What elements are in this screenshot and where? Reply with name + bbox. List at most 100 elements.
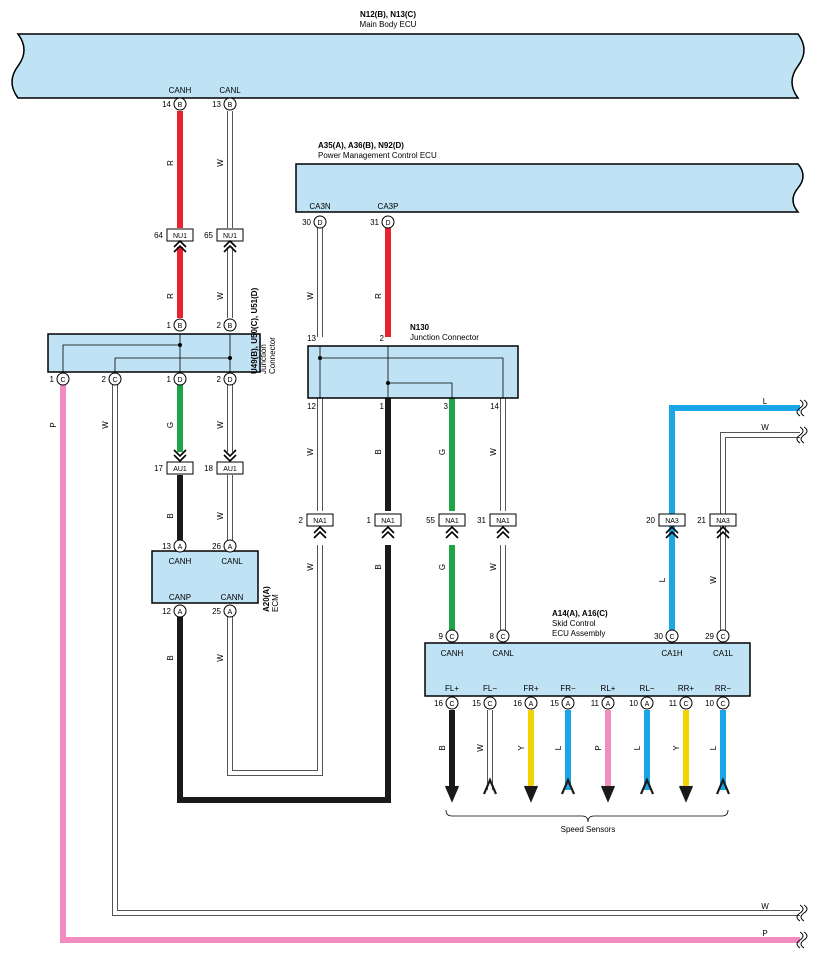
junction-left-box <box>47 333 261 373</box>
sp-conn-2: C <box>487 701 492 708</box>
ecm-p26: 26 <box>212 542 221 551</box>
wire-label-w4: W <box>101 421 110 429</box>
pmc-pin-30: 30 <box>302 218 311 227</box>
conn-na1-b: NA1 <box>381 518 395 525</box>
ss-wire-label-1: B <box>438 745 447 750</box>
conn-na1-d: NA1 <box>496 518 510 525</box>
sp-conn-1: C <box>449 701 454 708</box>
jl-conn-c1: C <box>60 377 65 384</box>
n130-name: Junction Connector <box>410 333 479 342</box>
wire-label-r1: R <box>166 160 175 166</box>
jl-top-1: 1 <box>167 321 172 330</box>
wire-label-g1: G <box>166 422 175 428</box>
sp-num-7: 11 <box>669 699 678 708</box>
wire-pink-long <box>60 385 800 943</box>
skid-canl: CANL <box>492 649 514 658</box>
ecm-box <box>151 550 259 604</box>
jl-code: U49(B), U50(C), U51(D) <box>250 287 259 374</box>
sp-conn-3: A <box>529 701 534 708</box>
n130-b1: 1 <box>380 402 385 411</box>
conn-na1-c: NA1 <box>445 518 459 525</box>
wire-label-g3: G <box>438 564 447 570</box>
sp-label-rr-minus: RR− <box>715 684 732 693</box>
wire-label-r2: R <box>166 293 175 299</box>
pmc-ecu-box <box>295 163 804 213</box>
ss-wire-label-6: L <box>633 745 642 750</box>
conn-num-65: 65 <box>204 231 213 240</box>
wire-label-w14: W <box>761 902 769 911</box>
jl-conn-b1: B <box>178 323 183 330</box>
skid-ca1h: CA1H <box>661 649 683 658</box>
conn-num-18: 18 <box>204 464 213 473</box>
main-canh-label: CANH <box>169 86 192 95</box>
pmc-ecu-name: Power Management Control ECU <box>318 151 437 160</box>
skid-pin-8: 8 <box>490 632 495 641</box>
wire-label-w1: W <box>216 159 225 167</box>
wire-label-w6: W <box>216 512 225 520</box>
sp-num-4: 15 <box>550 699 559 708</box>
chevrons <box>173 239 730 539</box>
inline-connectors <box>166 228 737 527</box>
skid-conn-3: C <box>669 634 674 641</box>
conn-na3-b: NA3 <box>716 518 730 525</box>
ss-wire-label-7: Y <box>672 745 681 751</box>
skid-name2: ECU Assembly <box>552 629 605 638</box>
pmc-pin-31: 31 <box>370 218 379 227</box>
conn-num-64: 64 <box>154 231 163 240</box>
main-pin-conn-b1: B <box>178 102 183 109</box>
sp-num-1: 16 <box>434 699 443 708</box>
skid-conn-2: C <box>500 634 505 641</box>
jl-bot-1d: 1 <box>167 375 172 384</box>
conn-na1-a: NA1 <box>313 518 327 525</box>
skid-ecu-box <box>424 642 751 697</box>
ecm-conn-2: A <box>228 544 233 551</box>
skid-canh: CANH <box>441 649 464 658</box>
wire-white-na3 <box>720 432 800 630</box>
wire-label-b1: B <box>166 513 175 518</box>
jl-name1: Junction <box>259 344 268 374</box>
n130-b3: 3 <box>444 402 449 411</box>
wire-label-b3: B <box>374 564 383 569</box>
wire-label-w7: W <box>306 448 315 456</box>
wire-label-w12: W <box>216 654 225 662</box>
jl-top-2: 2 <box>217 321 222 330</box>
wire-white-loop <box>227 545 323 776</box>
sp-num-6: 10 <box>629 699 638 708</box>
sp-num-2: 15 <box>472 699 481 708</box>
skid-pin-30: 30 <box>654 632 663 641</box>
wire-label-l2: L <box>763 397 768 406</box>
pin-circles <box>56 97 730 710</box>
wire-label-b2: B <box>374 449 383 454</box>
ss-wire-label-2: W <box>476 744 485 752</box>
jl-conn-d2: D <box>227 377 232 384</box>
ecm-p13: 13 <box>162 542 171 551</box>
main-body-ecu-name: Main Body ECU <box>360 20 417 29</box>
wire-label-g2: G <box>438 449 447 455</box>
ecm-p25: 25 <box>212 607 221 616</box>
sp-num-3: 16 <box>513 699 522 708</box>
speed-sensors-label: Speed Sensors <box>561 825 616 834</box>
pmc-conn-d1: D <box>317 220 322 227</box>
skid-code: A14(A), A16(C) <box>552 609 608 618</box>
ecm-p12: 12 <box>162 607 171 616</box>
ecm-cann: CANN <box>221 593 244 602</box>
wire-label-r3: R <box>374 293 383 299</box>
wire-label-w3: W <box>306 292 315 300</box>
main-body-ecu-code: N12(B), N13(C) <box>360 10 416 19</box>
n130-t2: 2 <box>380 334 385 343</box>
wire-label-p1: P <box>49 422 58 427</box>
n130-t13: 13 <box>307 334 316 343</box>
conn-num-17: 17 <box>154 464 163 473</box>
ecm-canp: CANP <box>169 593 191 602</box>
conn-nu1-b: NU1 <box>223 233 237 240</box>
n130-b12: 12 <box>307 402 316 411</box>
jl-bot-2c: 2 <box>102 375 107 384</box>
conn-num-1: 1 <box>367 516 372 525</box>
sp-num-5: 11 <box>591 699 600 708</box>
main-canl-label: CANL <box>219 86 241 95</box>
sp-label-fr-minus: FR− <box>560 684 576 693</box>
conn-num-20: 20 <box>646 516 655 525</box>
sp-num-8: 10 <box>705 699 714 708</box>
skid-conn-1: C <box>449 634 454 641</box>
sp-label-rl-plus: RL+ <box>601 684 616 693</box>
